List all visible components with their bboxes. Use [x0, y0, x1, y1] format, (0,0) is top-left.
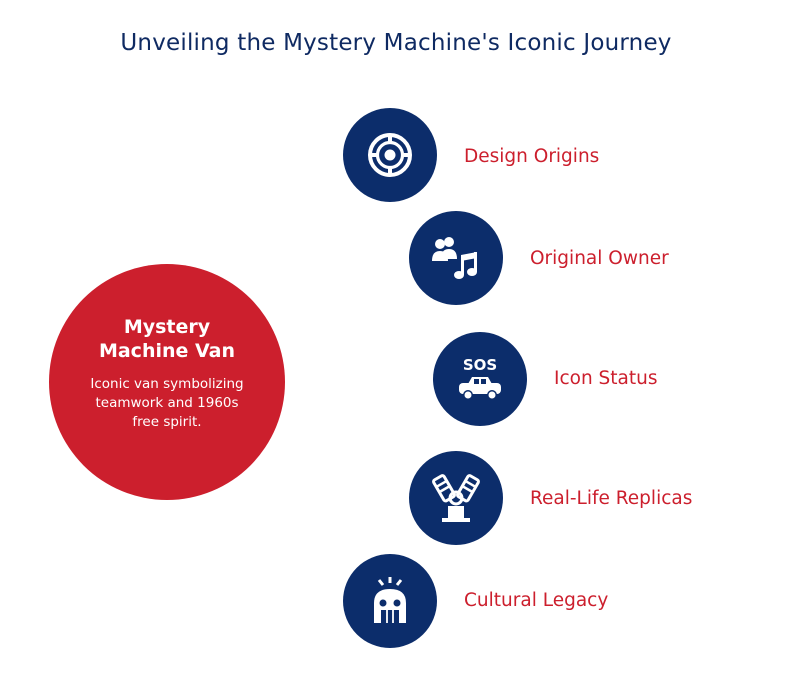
original-owner-node	[409, 211, 503, 305]
central-topic-description: Iconic van symbolizing teamwork and 1960…	[90, 376, 244, 430]
sos-car-icon: SOS	[459, 356, 501, 400]
real-life-replicas-node	[409, 451, 503, 545]
icon-status-node: SOS	[433, 332, 527, 426]
svg-text:SOS: SOS	[463, 356, 497, 374]
people-music-icon	[432, 237, 477, 279]
steering-wheel-icon	[368, 133, 412, 177]
central-topic-circle: Mystery Machine Van Iconic van symbolizi…	[49, 264, 285, 500]
real-life-replicas-label: Real-Life Replicas	[530, 488, 693, 509]
cultural-legacy-label: Cultural Legacy	[464, 590, 609, 611]
cultural-legacy-node	[343, 554, 437, 648]
original-owner-label: Original Owner	[530, 248, 669, 269]
robot-alarm-icon	[374, 577, 406, 623]
icon-status-label: Icon Status	[554, 368, 658, 389]
engine-icon	[432, 474, 480, 522]
central-topic-title: Mystery Machine Van	[98, 316, 236, 362]
design-origins-node	[343, 108, 437, 202]
page-title: Unveiling the Mystery Machine's Iconic J…	[120, 30, 672, 56]
design-origins-label: Design Origins	[464, 146, 600, 167]
